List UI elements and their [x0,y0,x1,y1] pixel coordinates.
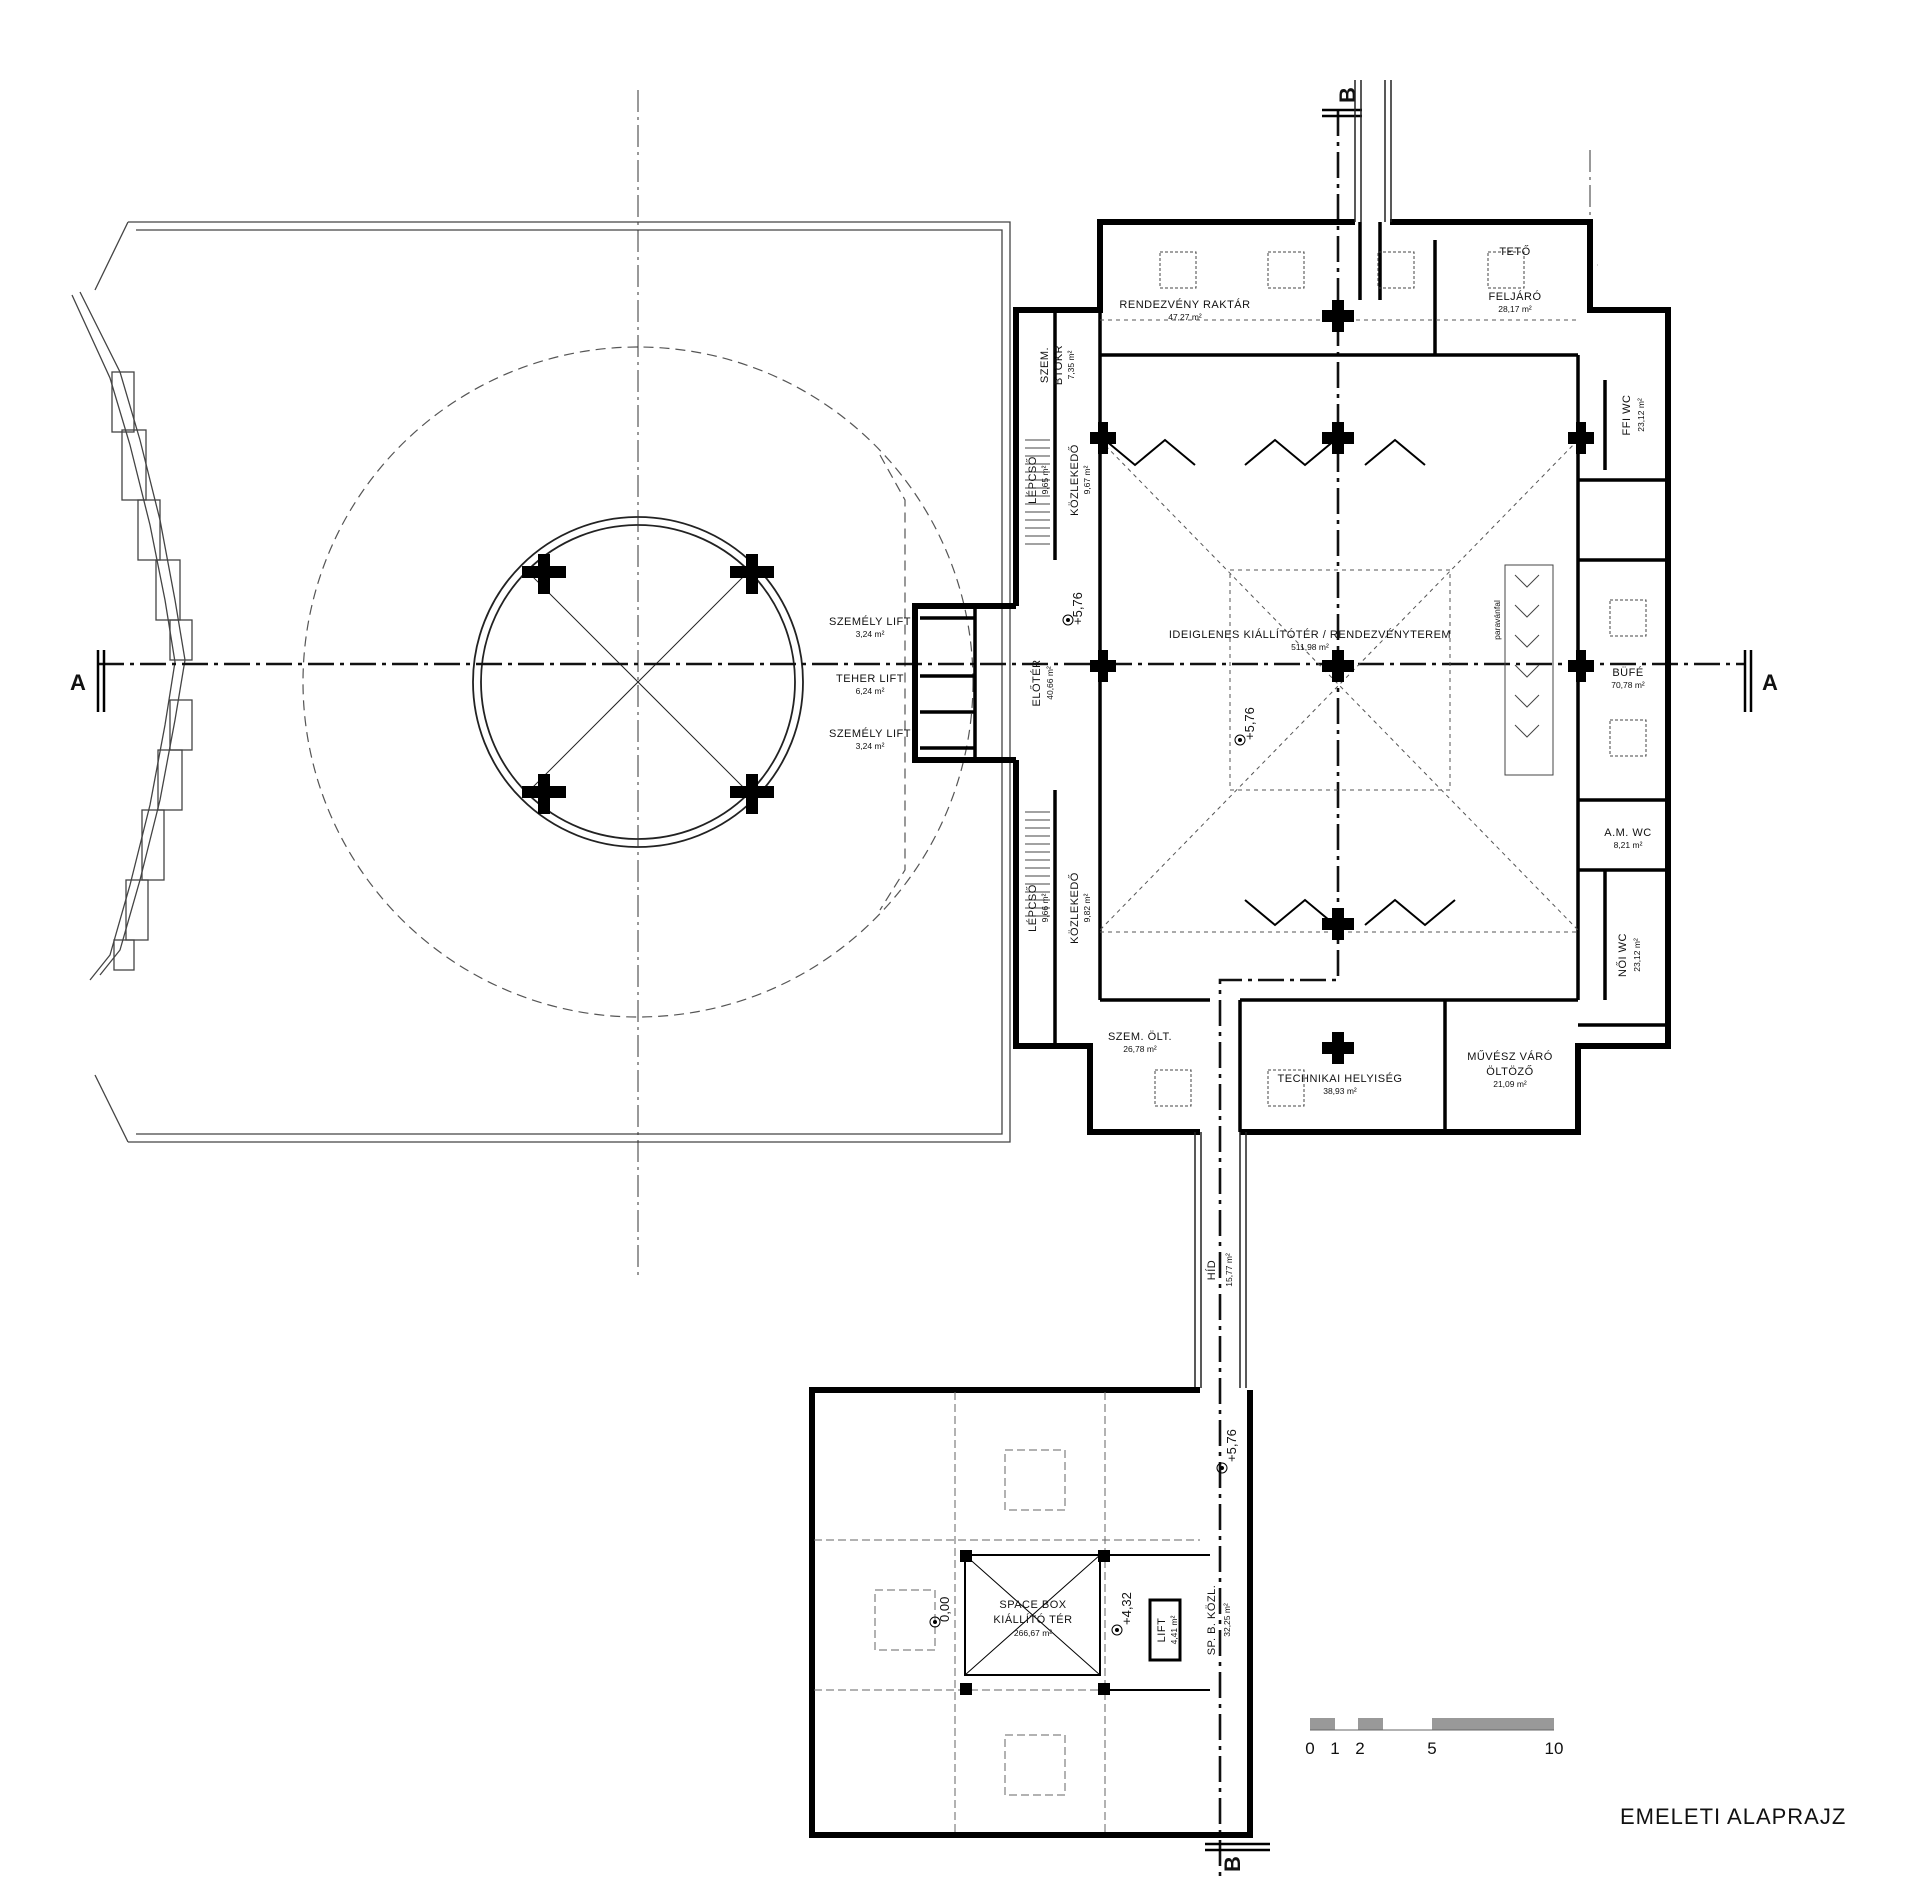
room-muvesz-name2: ÖLTÖZŐ [1486,1064,1533,1078]
room-paravan-name: paravánfal [1492,600,1502,640]
room-szemb-name2: BTOKR [1053,345,1065,385]
section-b-bottom: B [1220,1856,1245,1872]
section-b-top: B [1335,87,1360,103]
bridge [1194,80,1392,1388]
room-szlift1-name: SZEMÉLY LIFT [829,615,911,628]
room-szemolt-name: SZEM. ÖLT. [1108,1031,1172,1043]
room-noiwc-name: NŐI WC [1615,933,1629,977]
room-muvesz-name1: MŰVÉSZ VÁRÓ [1467,1049,1553,1063]
section-marks [96,108,1753,1852]
ring-columns [522,554,774,814]
space-box-columns [960,1550,1110,1695]
room-szlift1-area: 3,24 m² [856,629,885,639]
buffet-tables [1504,564,1554,776]
room-spbkozl-name: SP. B. KÖZL. [1206,1585,1218,1656]
room-kozl2-area: 9,82 m² [1082,893,1092,922]
drawing-title: EMELETI ALAPRAJZ [1620,1804,1846,1829]
scale-label-5: 5 [1427,1739,1436,1758]
room-kozl2-name: KÖZLEKEDŐ [1067,872,1081,944]
room-szlift2-area: 3,24 m² [856,741,885,751]
room-noiwc-area: 23,12 m² [1632,938,1642,972]
level-spacebox: +4,32 [1119,1592,1134,1625]
main-columns [1090,300,1594,1064]
room-hid-area: 15,77 m² [1224,1253,1234,1287]
skylights [1154,251,1647,1107]
level-marks: +5,76 +5,76 +5,76 0,00 +4,32 [929,592,1257,1636]
room-szemb-area: 7,35 m² [1066,350,1076,379]
room-lepcso2-area: 9,66 m² [1040,893,1050,922]
room-eloter-name: ELŐTÉR [1029,659,1043,706]
room-eloter-area: 40,66 m² [1045,666,1055,700]
room-space-name2: KIÁLLÍTÓ TÉR [993,1613,1072,1626]
scale-bar [1310,1718,1554,1731]
room-amwc-area: 8,21 m² [1614,840,1643,850]
room-space-area: 266,67 m² [1014,1628,1052,1638]
level-main: +5,76 [1242,707,1257,740]
room-muvesz-area: 21,09 m² [1493,1079,1527,1089]
room-raktar-area: 47,27 m² [1168,312,1202,322]
room-tech-area: 38,93 m² [1323,1086,1357,1096]
room-teto-name1: TETŐ [1499,244,1530,258]
room-main-name: IDEIGLENES KIÁLLÍTÓTÉR / RENDEZVÉNYTEREM [1169,628,1451,641]
room-lepcso1-name: LÉPCSŐ [1025,456,1039,504]
room-bufe-area: 70,78 m² [1611,680,1645,690]
room-tech-name: TECHNIKAI HELYISÉG [1278,1072,1403,1085]
room-labels: RENDEZVÉNY RAKTÁR 47,27 m² TETŐ FELJÁRÓ … [829,244,1652,1656]
room-kozl1-name: KÖZLEKEDŐ [1067,444,1081,516]
room-teto-area: 28,17 m² [1498,304,1532,314]
room-raktar-name: RENDEZVÉNY RAKTÁR [1119,298,1250,311]
room-tlift-area: 6,24 m² [856,686,885,696]
stairs [1025,439,1050,917]
level-eloter: +5,76 [1070,592,1085,625]
scale-labels: 0 1 2 5 10 [1305,1739,1563,1758]
scale-label-1: 1 [1330,1739,1339,1758]
space-box-grid [814,1392,1200,1833]
room-lepcso2-name: LÉPCSŐ [1025,884,1039,932]
level-space: 0,00 [937,1597,952,1622]
room-lepcso1-area: 9,65 m² [1040,465,1050,494]
space-box-walls [809,1387,1253,1838]
room-ffiwc-name: FFI WC [1621,395,1633,436]
room-kozl1-area: 9,67 m² [1082,465,1092,494]
room-hid-name: HÍD [1205,1260,1218,1280]
room-teto-name2: FELJÁRÓ [1488,290,1541,303]
main-hall-partitions [1104,438,1456,927]
level-hid: +5,76 [1224,1429,1239,1462]
scale-label-0: 0 [1305,1739,1314,1758]
room-bufe-name: BÜFÉ [1612,666,1643,679]
dashed-outer-circle [302,346,974,1018]
room-tlift-name: TEHER LIFT [836,673,904,685]
axis-lines [637,90,1591,1275]
terrace-outline [71,221,1011,1143]
scale-label-2: 2 [1355,1739,1364,1758]
section-line-b [1218,110,1340,1880]
scale-label-10: 10 [1545,1739,1564,1758]
section-a-left: A [70,670,86,695]
room-main-area: 511,98 m² [1291,642,1329,652]
section-a-right: A [1762,670,1778,695]
room-spbkozl-area: 32,25 m² [1222,1603,1232,1637]
room-szlift2-name: SZEMÉLY LIFT [829,727,911,740]
room-amwc-name: A.M. WC [1604,827,1652,839]
room-ffiwc-area: 23,12 m² [1636,398,1646,432]
main-building-walls [912,219,1671,1135]
room-szemolt-area: 26,78 m² [1123,1044,1157,1054]
room-space-name1: SPACE BOX [999,1599,1066,1611]
room-szemb-name1: SZEM. [1039,347,1051,383]
room-lift-name: LIFT [1156,1618,1168,1643]
room-lift-area: 4,41 m² [1169,1615,1179,1644]
space-box-core [964,1554,1210,1691]
main-hall-diagonals [1099,319,1579,933]
